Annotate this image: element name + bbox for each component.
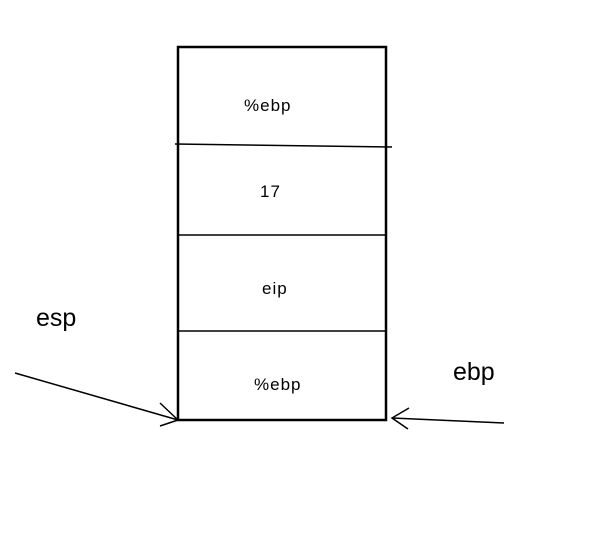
stack-slot-value-17: 17 (260, 182, 281, 201)
stack-slot-saved-ebp-top: %ebp (244, 96, 291, 115)
esp-arrow (14, 372, 180, 427)
stack-slot-saved-ebp-bottom: %ebp (254, 375, 301, 394)
ebp-arrow (390, 407, 505, 430)
stack-frame-box (176, 45, 388, 422)
stack-slot-eip: eip (262, 279, 288, 298)
esp-label: esp (36, 304, 76, 332)
stack-divider-1 (174, 143, 393, 148)
ebp-label: ebp (453, 358, 495, 386)
